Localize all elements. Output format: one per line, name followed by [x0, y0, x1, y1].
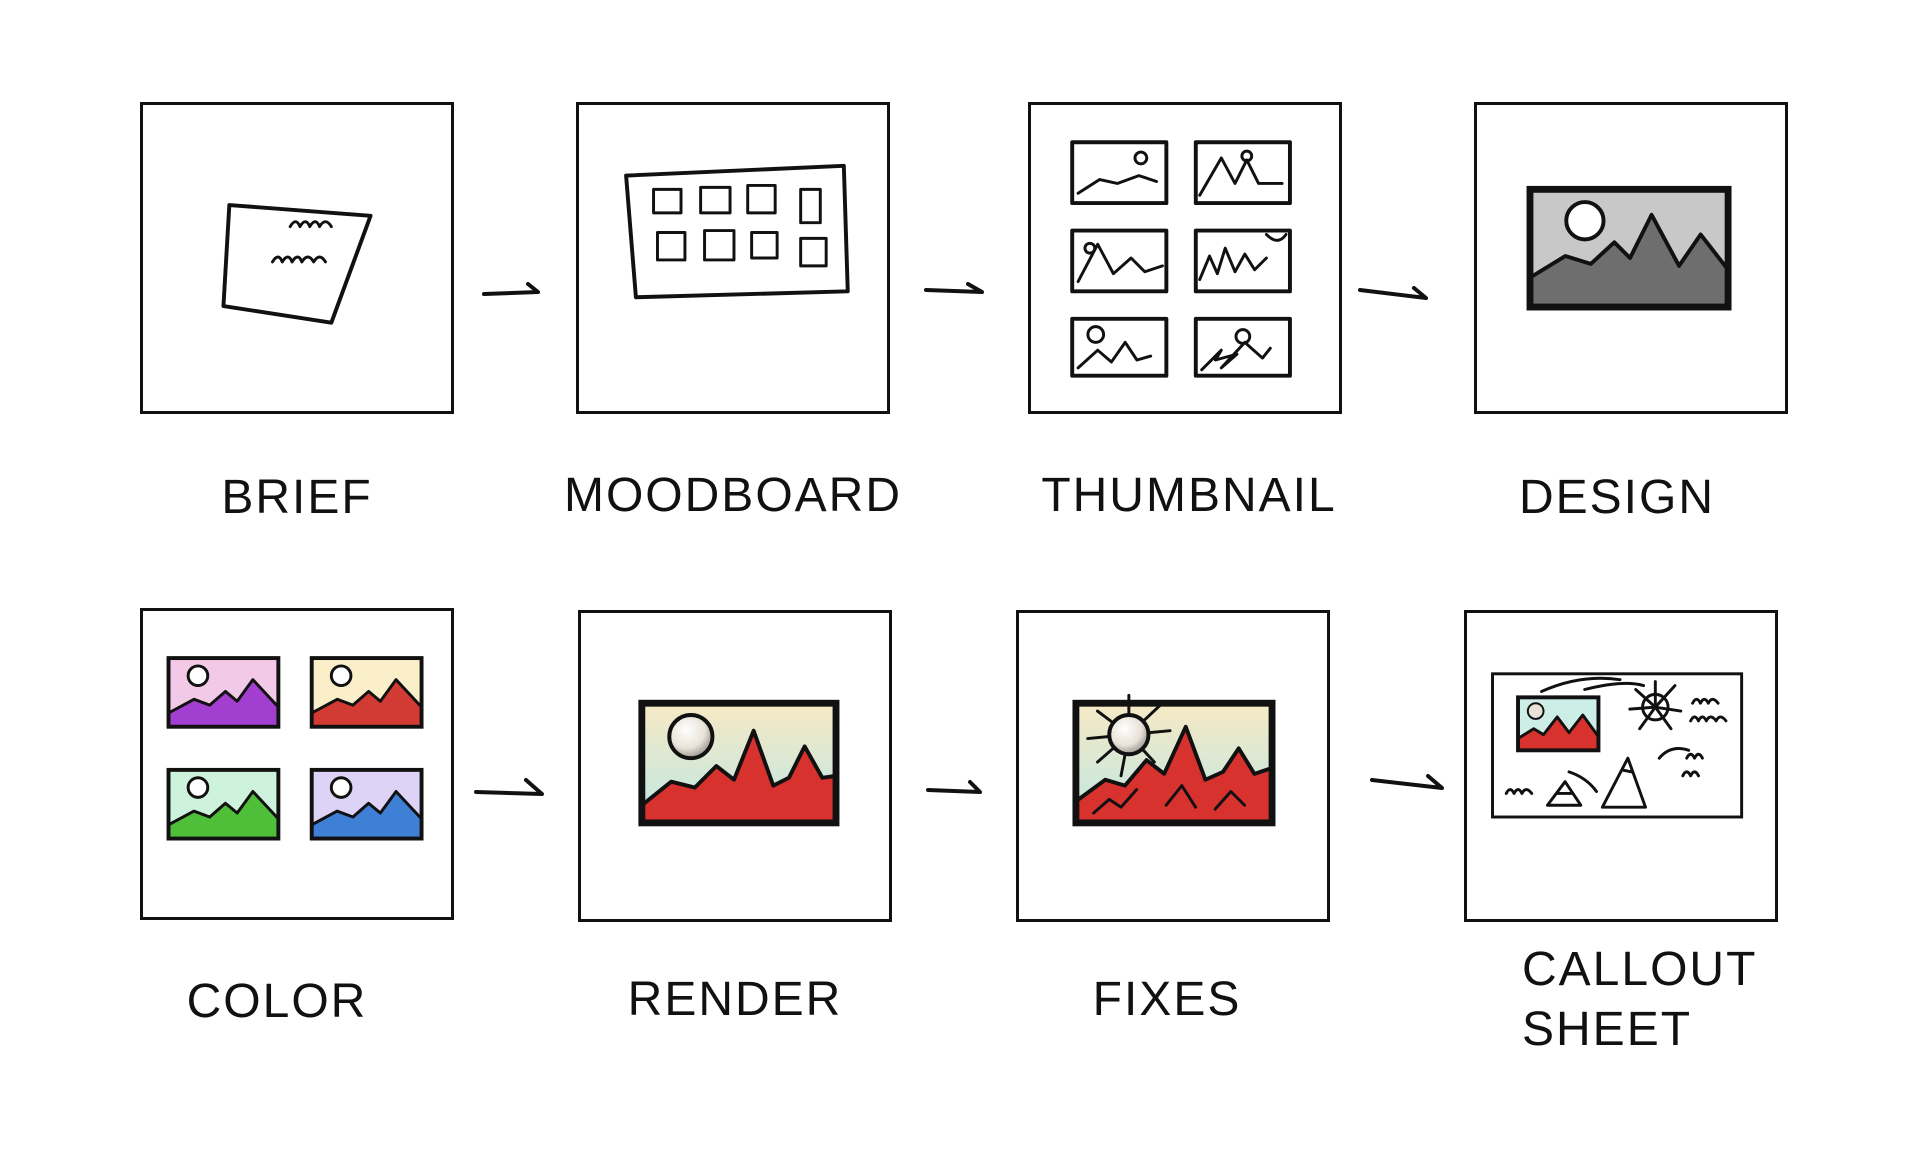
step-box-brief: [140, 102, 454, 414]
step-label-moodboard: MOODBOARD: [563, 469, 902, 522]
step-label-thumbnail: THUMBNAIL: [1041, 469, 1337, 522]
fixed-landscape-icon: [1072, 693, 1276, 827]
brief-paper-icon: [221, 203, 373, 325]
rendered-landscape-icon: [638, 699, 840, 827]
step-box-thumbnail: [1028, 102, 1342, 414]
step-label-callout-line1: CALLOUT: [1522, 943, 1758, 996]
step-box-moodboard: [576, 102, 890, 414]
step-box-callout-sheet: [1464, 610, 1778, 922]
arrow-thumbnail-to-design: [1358, 286, 1428, 300]
thumbnail-sketches-icon: [1070, 140, 1292, 378]
callout-sheet-icon: [1491, 672, 1744, 819]
step-label-fixes: FIXES: [1092, 973, 1242, 1026]
moodboard-grid-icon: [624, 163, 850, 300]
arrow-render-to-fixes: [926, 780, 982, 794]
grayscale-landscape-icon: [1526, 185, 1732, 311]
color-variations-icon: [166, 656, 424, 841]
step-box-render: [578, 610, 892, 922]
arrow-moodboard-to-thumbnail: [924, 282, 984, 294]
step-box-fixes: [1016, 610, 1330, 922]
step-label-brief: BRIEF: [221, 471, 373, 524]
step-label-render: RENDER: [627, 973, 843, 1026]
arrow-fixes-to-callout: [1370, 774, 1444, 790]
step-box-design: [1474, 102, 1788, 414]
step-label-callout-line2: SHEET: [1522, 1003, 1693, 1056]
step-box-color: [140, 608, 454, 920]
step-label-color: COLOR: [186, 975, 368, 1028]
step-label-design: DESIGN: [1518, 471, 1716, 524]
arrow-brief-to-moodboard: [482, 282, 540, 296]
arrow-color-to-render: [474, 778, 544, 796]
